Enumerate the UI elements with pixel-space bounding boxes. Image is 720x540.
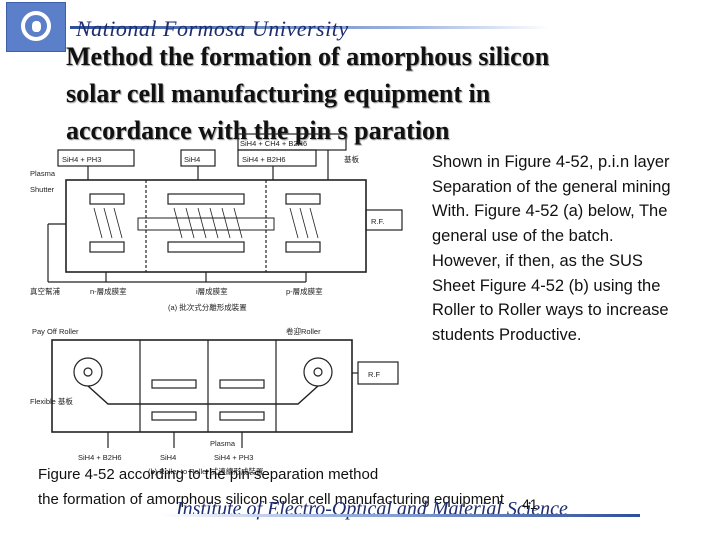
label-gas-b2: SiH4 (160, 453, 176, 462)
university-emblem-icon (6, 2, 66, 52)
rf-box-a (365, 209, 403, 231)
label-n-chamber: n-層成膜室 (90, 286, 127, 296)
label-rf-b: R.F (368, 370, 381, 379)
header-rule (70, 26, 550, 29)
title-line-3: accordance with the pin s paration (66, 116, 450, 145)
label-substrate: 基板 (344, 154, 359, 164)
page-number: 41 (522, 496, 538, 512)
label-takeup: 卷迎Roller (286, 326, 321, 336)
label-p-chamber: p-層成膜室 (286, 286, 323, 296)
label-vacuum-pump: 真空幫浦 (30, 286, 60, 296)
label-gas-b1: SiH4 + B2H6 (78, 453, 122, 462)
label-plasma-a: Plasma (30, 169, 56, 178)
label-gas-mid: SiH4 (184, 155, 200, 164)
figure-caption: Figure 4-52 according to the pin separat… (38, 462, 504, 512)
label-rf-a: R.F. (371, 217, 384, 226)
batch-apparatus (47, 133, 403, 283)
payoff-roller (73, 357, 103, 387)
label-shutter: Shutter (30, 185, 55, 194)
institute-footer: Institute of Electro-Optical and Materia… (176, 498, 568, 520)
label-gas-top: SiH4 + CH4 + B2H6 (240, 139, 307, 148)
caption-a: (a) 批次式分離形成裝置 (168, 302, 247, 312)
label-gas-b3: SiH4 + PH3 (214, 453, 253, 462)
takeup-roller (303, 357, 333, 387)
label-plasma-b: Plasma (210, 439, 236, 448)
caption-b: (b) Roller to Roller 式連續形成裝置 (148, 466, 264, 476)
label-payoff: Pay Off Roller (32, 327, 79, 336)
body-paragraph: Shown in Figure 4-52, p.i.n layer Separa… (432, 153, 671, 344)
equipment-diagram: SiH4 + CH4 + B2H6 SiH4 + PH3 SiH4 SiH4 +… (30, 133, 403, 476)
label-gas-left: SiH4 + PH3 (62, 155, 101, 164)
gas-box-right (237, 149, 317, 167)
gas-box-left (57, 149, 135, 167)
caption-line-2: the formation of amorphous silicon solar… (38, 491, 505, 508)
title-line-1: Method the formation of amorphous silico… (66, 42, 550, 71)
title-line-2: solar cell manufacturing equipment in (66, 79, 491, 108)
footer-rule (160, 514, 640, 517)
label-flexible: Flexible 基板 (30, 396, 73, 406)
roller-chamber (51, 339, 353, 433)
slide-title: Method the formation of amorphous silico… (66, 38, 549, 149)
roller-apparatus (51, 339, 399, 448)
caption-line-1: Figure 4-52 according to the pin separat… (38, 466, 379, 483)
university-name: National Formosa University (76, 16, 349, 41)
emblem-ring (21, 11, 51, 41)
label-gas-right: SiH4 + B2H6 (242, 155, 286, 164)
emblem-center (32, 21, 41, 32)
label-i-chamber: i層成膜室 (196, 286, 228, 296)
